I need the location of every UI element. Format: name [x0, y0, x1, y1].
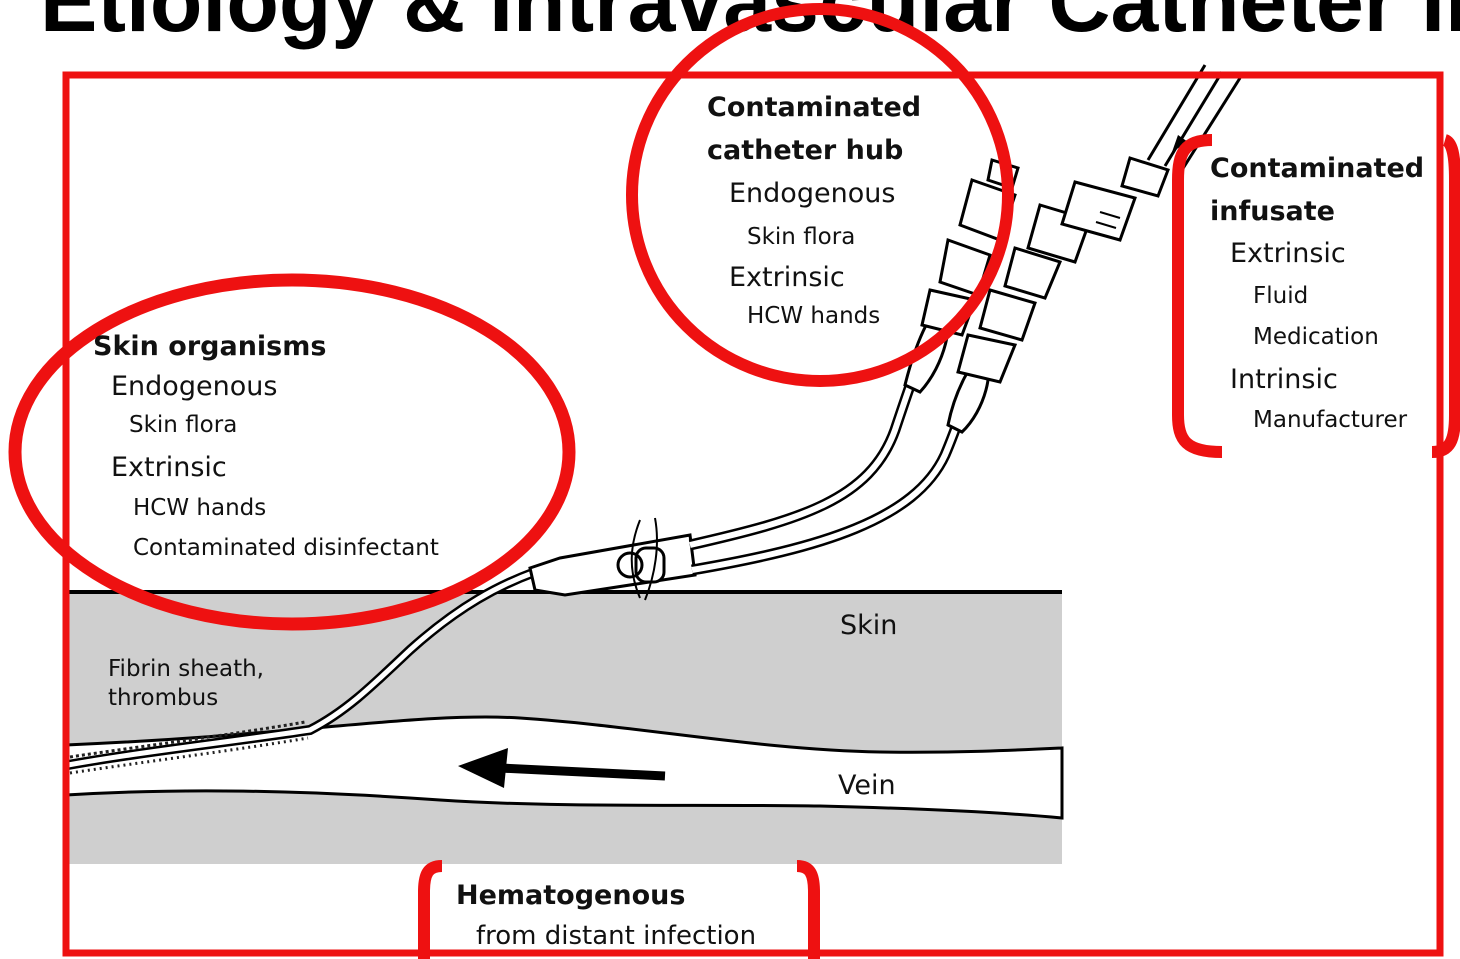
- infusate-extrinsic: Extrinsic: [1230, 240, 1346, 267]
- catheter-hub-heading-line2: catheter hub: [707, 137, 903, 164]
- fibrin-sheath-label-line2: thrombus: [108, 687, 218, 710]
- catheter-hub-skin-flora: Skin flora: [747, 226, 855, 249]
- infusate-heading-line1: Contaminated: [1210, 155, 1424, 182]
- catheter-hub-hcw-hands: HCW hands: [747, 305, 880, 328]
- skin-organisms-endogenous: Endogenous: [111, 373, 277, 400]
- hematogenous-heading: Hematogenous: [456, 882, 685, 909]
- skin-organisms-extrinsic: Extrinsic: [111, 454, 227, 481]
- catheter-hub-extrinsic: Extrinsic: [729, 264, 845, 291]
- infusate-intrinsic: Intrinsic: [1230, 366, 1338, 393]
- fibrin-sheath-label-line1: Fibrin sheath,: [108, 658, 264, 681]
- vein-label: Vein: [838, 772, 896, 799]
- skin-organisms-heading: Skin organisms: [93, 333, 326, 360]
- catheter-hub-endogenous: Endogenous: [729, 180, 895, 207]
- catheter-hub-body: [530, 518, 695, 600]
- hematogenous-left-bracket: [424, 866, 442, 959]
- skin-label: Skin: [840, 612, 897, 639]
- infusate-heading-line2: infusate: [1210, 198, 1335, 225]
- skin-organisms-skin-flora: Skin flora: [129, 414, 237, 437]
- skin-organisms-hcw-hands: HCW hands: [133, 497, 266, 520]
- infusate-fluid: Fluid: [1253, 285, 1308, 308]
- hematogenous-right-bracket: [797, 866, 814, 959]
- infusate-manufacturer: Manufacturer: [1253, 409, 1407, 432]
- catheter-hub-heading-line1: Contaminated: [707, 94, 921, 121]
- skin-organisms-disinfectant: Contaminated disinfectant: [133, 537, 439, 560]
- infusate-medication: Medication: [1253, 326, 1379, 349]
- hematogenous-detail: from distant infection: [476, 923, 756, 949]
- infusate-left-bracket: [1178, 140, 1222, 452]
